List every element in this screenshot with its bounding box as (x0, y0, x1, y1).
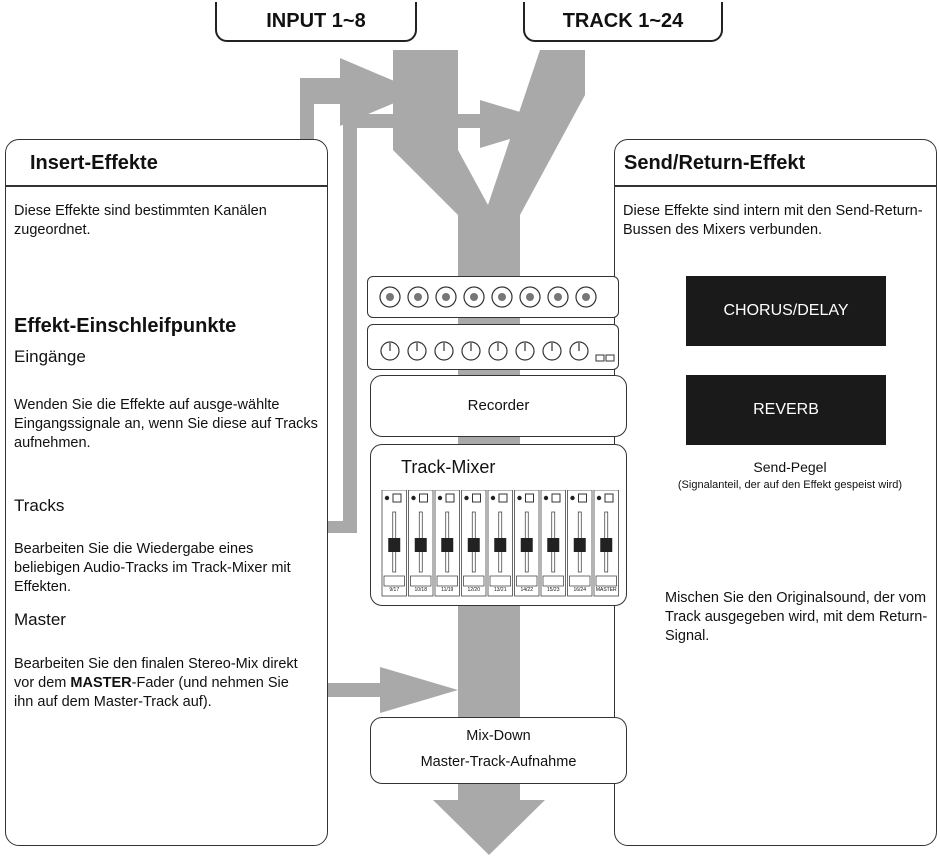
strip-led (437, 495, 443, 501)
strip-label: MASTER (595, 587, 617, 593)
strip-select-button (463, 575, 485, 587)
strip-label: 15/23 (546, 587, 560, 593)
strip-button (525, 493, 534, 503)
recorder-label: Recorder (467, 397, 530, 414)
strip-label: 11/19 (441, 587, 454, 593)
strip-select-button (516, 575, 538, 587)
mixer-strip-labels: 9/17 10/18 11/19 12/20 13/21 14/22 15/23 16/24 M… (381, 585, 619, 599)
strip-select-button (410, 575, 432, 587)
strip-label: 10/18 (414, 587, 427, 593)
tracks-heading: Tracks (14, 496, 65, 515)
mixdown-label: Mix-Down (466, 728, 531, 744)
reverb-box: REVERB (686, 375, 886, 445)
insert-input-arrow (10, 58, 420, 390)
send-level-label: Send-Pegel (753, 459, 827, 475)
track-mixer-box: Track-Mixer 9/17 10/18 11/19 12/20 13/21 14/2… (370, 444, 627, 606)
master-text-post: -Fader (und nehmen Sie ihn auf dem Maste… (14, 675, 289, 710)
strip-button (445, 493, 455, 503)
strip-label: 16/24 (573, 587, 586, 593)
fader-cap (547, 538, 560, 552)
strip-led (543, 495, 549, 501)
strip-button (419, 493, 428, 503)
strip-select-button (436, 575, 458, 587)
strip-led (384, 495, 390, 501)
fader-cap (388, 538, 401, 552)
send-return-panel: Send/Return-Effekt Diese Effekte sind in… (614, 139, 937, 846)
fader-cap (414, 538, 427, 552)
strip-select-button (489, 575, 511, 587)
strip-button (472, 493, 481, 503)
strip-led (490, 495, 496, 501)
strip-label: 13/21 (493, 587, 507, 593)
send-return-description: Diese Effekte sind intern mit den Send-R… (623, 203, 923, 238)
mix-description: Mischen Sie den Originalsound, der vom T… (665, 590, 928, 644)
insert-panel-divider (6, 185, 327, 187)
recorder-box: Recorder (370, 375, 627, 437)
strip-led (570, 495, 575, 501)
insert-description: Diese Effekte sind bestimmten Kanälen zu… (14, 203, 267, 238)
fader-cap (441, 538, 454, 552)
insert-master-arrow (10, 637, 458, 713)
strip-label: 14/22 (520, 587, 533, 593)
insert-effects-title: Insert-Effekte (30, 152, 158, 174)
send-return-title: Send/Return-Effekt (624, 152, 806, 174)
flow-bottom-arrow (433, 775, 545, 855)
send-panel-divider (615, 185, 936, 187)
strip-led (411, 495, 416, 501)
fader-cap (600, 538, 613, 552)
send-level-note: (Signalanteil, der auf den Effekt gespei… (677, 479, 903, 491)
strip-led (596, 495, 602, 501)
track-label: TRACK 1~24 (523, 2, 723, 42)
chorus-delay-box: CHORUS/DELAY (686, 276, 886, 346)
strip-button (392, 493, 402, 503)
strip-select-button (383, 575, 405, 587)
master-fader-name: MASTER (70, 675, 132, 691)
mixer-strips-icon (381, 490, 619, 597)
input-gain-row (367, 324, 619, 370)
strip-led (517, 495, 522, 501)
master-track-label: Master-Track-Aufnahme (420, 754, 577, 770)
mixdown-box: Mix-Down Master-Track-Aufnahme (370, 717, 627, 784)
strip-label: 9/17 (389, 587, 400, 593)
gain-knobs-icon (380, 341, 615, 362)
fader-cap (573, 538, 586, 552)
fader-cap (520, 538, 533, 552)
fader-cap (494, 538, 507, 552)
input-jack-row (367, 276, 619, 318)
insert-points-heading: Effekt-Einschleifpunkte (14, 315, 237, 337)
strip-select-button (569, 575, 591, 587)
strip-button (578, 493, 587, 503)
input-jacks-icon (379, 286, 597, 308)
master-text-pre: Bearbeiten Sie den finalen Stereo-Mix di… (14, 656, 298, 691)
fader-cap (467, 538, 480, 552)
flow-y-top (393, 50, 585, 260)
strip-button (604, 493, 614, 503)
input-label: INPUT 1~8 (215, 2, 417, 42)
inputs-heading: Eingänge (14, 347, 86, 366)
strip-label: 12/20 (467, 587, 480, 593)
insert-effects-panel: Insert-Effekte Diese Effekte sind bestim… (5, 139, 328, 846)
strip-button (551, 493, 561, 503)
strip-select-button (542, 575, 564, 587)
inputs-description: Wenden Sie die Effekte auf ausge-wählte … (14, 397, 318, 451)
master-description: Bearbeiten Sie den finalen Stereo-Mix di… (14, 655, 304, 712)
strip-select-button (595, 575, 617, 587)
master-heading: Master (14, 610, 66, 629)
track-mixer-label: Track-Mixer (401, 457, 496, 477)
tracks-description: Bearbeiten Sie die Wiedergabe eines beli… (14, 541, 291, 595)
strip-led (464, 495, 469, 501)
strip-button (498, 493, 508, 503)
